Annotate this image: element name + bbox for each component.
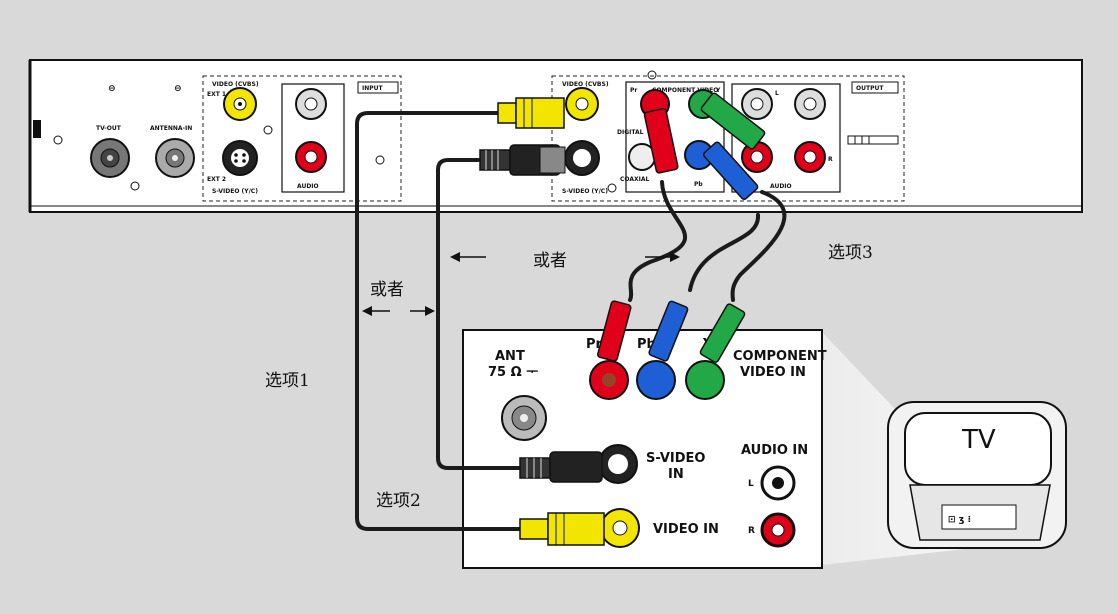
audio-out-r-label: R xyxy=(828,156,833,163)
option1-text: 选项1 xyxy=(265,371,310,391)
cables xyxy=(355,111,787,531)
tv-y-jack[interactable] xyxy=(685,360,725,400)
input-label: INPUT xyxy=(362,85,384,92)
pb-out-label: Pb xyxy=(694,181,703,188)
coaxial-label: COAXIAL xyxy=(620,176,649,183)
ext2-label: EXT 2 xyxy=(207,176,226,183)
tv-plugs xyxy=(519,300,746,546)
svideo-plug-player xyxy=(479,149,511,171)
tv-label: TV xyxy=(961,425,996,455)
option3-text: 选项3 xyxy=(828,243,873,263)
antenna-icon: ⊖ xyxy=(174,84,182,94)
double-headed-arrow-icon xyxy=(362,306,435,316)
double-headed-arrow-icon xyxy=(450,252,680,262)
svideo-yc-out-label: S-VIDEO (Y/C) xyxy=(562,188,608,195)
or-middle-text: 或者 xyxy=(533,251,567,271)
output-label: OUTPUT xyxy=(856,85,884,92)
antenna-icon: ⊖ xyxy=(108,84,116,94)
player-plugs xyxy=(479,92,766,200)
svideo-in-line1: S-VIDEO xyxy=(646,451,705,466)
component-in-line1: COMPONENT xyxy=(733,349,827,364)
svideo-cable xyxy=(436,158,522,470)
composite-cable xyxy=(355,111,522,531)
tv-audio-r-label: R xyxy=(748,526,755,536)
annotations: 或者 或者 选项1 选项2 选项3 xyxy=(265,243,873,511)
pr-out-label: Pr xyxy=(630,87,637,94)
y-plug-tv xyxy=(699,303,746,363)
pr-plug-player xyxy=(643,107,679,174)
svideo-yc-in-label: S-VIDEO (Y/C) xyxy=(212,188,258,195)
tv-illustration: ⊡ ʒ ⁝ TV xyxy=(820,330,1067,565)
tv-out-label: TV-OUT xyxy=(96,125,122,132)
audio-out-label: AUDIO xyxy=(770,183,792,190)
composite-plug-tv xyxy=(519,518,549,540)
svideo-plug-tv xyxy=(519,457,551,479)
y-out-label: Y xyxy=(715,87,721,94)
audio-out-l-label: L xyxy=(775,90,779,97)
tv-input-panel: ANT 75 Ω ᅮ Pr Pb Y COMPONENT VIDEO IN S-… xyxy=(462,329,827,569)
input-section xyxy=(202,75,402,202)
ext1-label: EXT 1 xyxy=(207,91,226,98)
composite-plug-player xyxy=(497,102,517,124)
or-left-text: 或者 xyxy=(370,280,404,300)
tv-pr-jack[interactable] xyxy=(589,360,629,400)
pb-plug-tv xyxy=(648,300,689,362)
antenna-in-label: ANTENNA-IN xyxy=(150,125,192,132)
tv-audio-in-label: AUDIO IN xyxy=(741,443,808,458)
y-plug-player xyxy=(700,92,766,150)
component-in-line2: VIDEO IN xyxy=(740,365,806,380)
tv-audio-l-label: L xyxy=(748,479,754,489)
video-cvbs-in-label: VIDEO (CVBS) xyxy=(212,81,259,88)
component-cable-red xyxy=(628,180,687,302)
digital-label: DIGITAL xyxy=(617,129,644,136)
video-cvbs-out-label: VIDEO (CVBS) xyxy=(562,81,609,88)
ant-label: ANT xyxy=(495,349,525,364)
dvd-player-rear-panel: ⊖ TV-OUT ⊖ ANTENNA-IN INPUT VIDEO (CVBS)… xyxy=(28,59,1083,213)
svideo-in-line2: IN xyxy=(668,467,684,482)
tv-pb-jack[interactable] xyxy=(636,360,676,400)
output-section xyxy=(551,75,905,202)
tv-pr-label: Pr xyxy=(586,337,603,352)
audio-in-label: AUDIO xyxy=(297,183,319,190)
component-out-label: COMPONENT VIDEO xyxy=(652,87,718,94)
component-cable-green xyxy=(730,190,787,302)
component-cable-blue xyxy=(688,213,761,292)
pb-plug-player xyxy=(702,141,759,200)
option2-text: 选项2 xyxy=(376,491,421,511)
vent-grille xyxy=(847,135,899,145)
tv-video-in-label: VIDEO IN xyxy=(653,522,719,537)
pr-plug-tv xyxy=(597,300,632,362)
svg-text:⊡ ʒ ⁝: ⊡ ʒ ⁝ xyxy=(948,515,971,525)
ant-ohm-label: 75 Ω ᅮ xyxy=(488,365,538,380)
